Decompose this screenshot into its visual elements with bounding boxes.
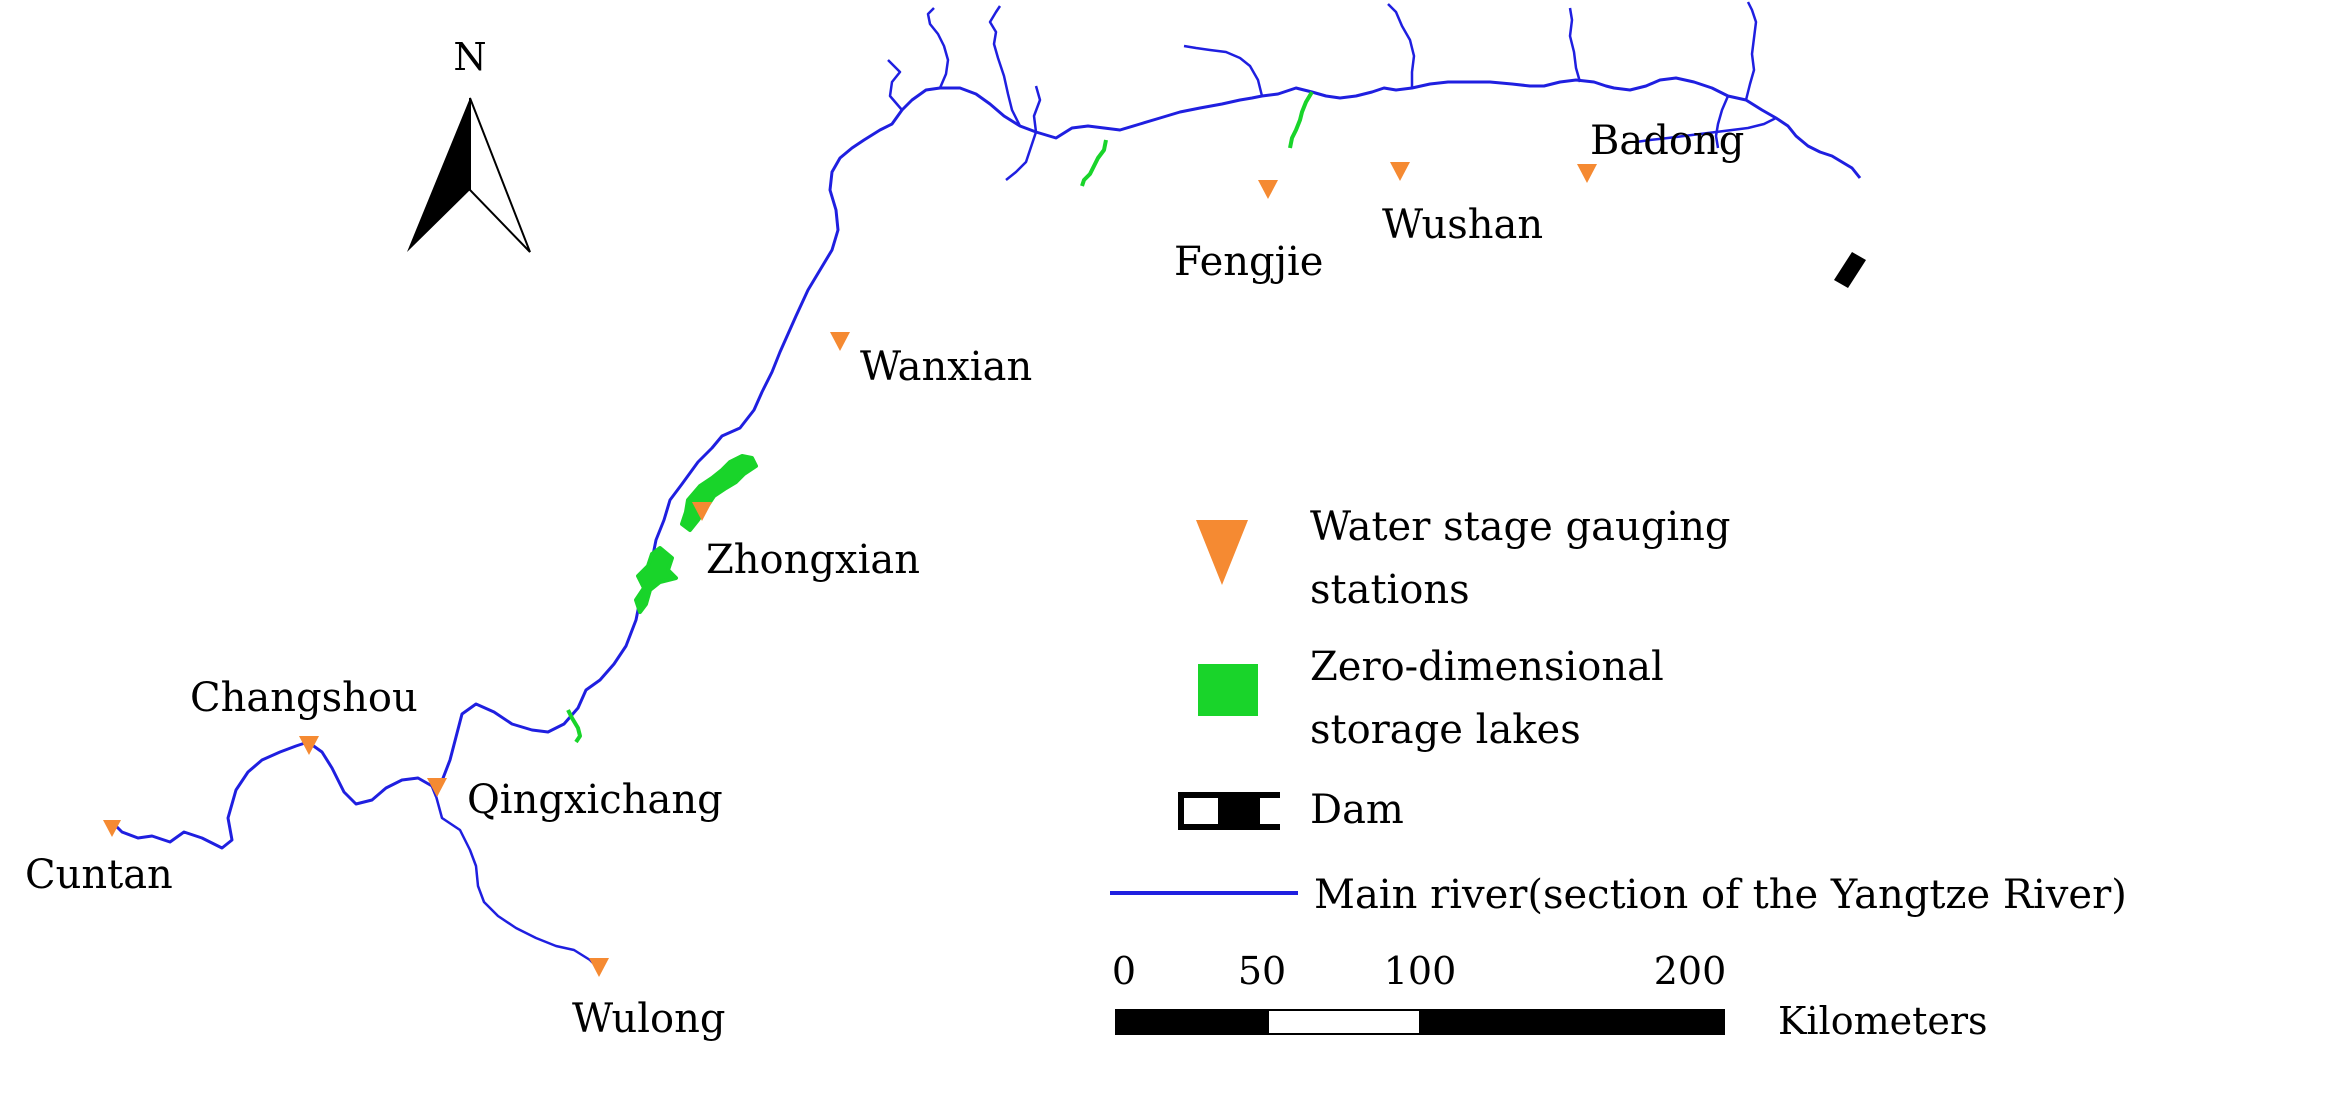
station-label: Changshou <box>190 675 418 721</box>
station-label: Fengjie <box>1174 239 1323 285</box>
storage-lake-zhongxian-2 <box>634 546 678 614</box>
storage-lakes <box>566 90 1314 744</box>
station-label: Zhongxian <box>706 537 920 583</box>
legend-item-stations: Water stage gauging stations <box>1196 504 1731 613</box>
tributary-north-fengjie <box>1183 44 1264 97</box>
tributary-north-4 <box>1032 85 1042 133</box>
legend-lakes-line2: storage lakes <box>1310 707 1581 753</box>
station-marker-icon <box>299 736 319 755</box>
scale-segment-2 <box>1267 1009 1421 1035</box>
legend-stations-line2: stations <box>1310 567 1470 613</box>
legend: Water stage gauging stations Zero-dimens… <box>1110 504 2127 918</box>
station-label: Wushan <box>1382 202 1543 248</box>
north-arrow-dark-half <box>407 98 470 252</box>
scale-tick-50: 50 <box>1238 949 1286 993</box>
tributary-north-2 <box>926 7 950 89</box>
tributary-south-badong-2 <box>1635 116 1777 144</box>
main-river <box>110 76 1862 850</box>
legend-item-river: Main river(section of the Yangtze River) <box>1110 872 2127 918</box>
triangle-down-icon <box>1196 520 1248 585</box>
north-label: N <box>453 35 486 79</box>
north-arrow-light-half <box>469 97 531 253</box>
station-label: Wanxian <box>860 344 1032 390</box>
station-wushan: Wushan <box>1382 162 1543 248</box>
station-marker-icon <box>1258 180 1278 199</box>
station-label: Wulong <box>572 996 726 1042</box>
green-square-icon <box>1198 664 1258 716</box>
tributary-south-1 <box>1005 131 1038 181</box>
legend-stations-line1: Water stage gauging <box>1310 504 1731 550</box>
tributary-north-badong-1 <box>1568 7 1582 83</box>
tributary-wulong <box>434 795 599 969</box>
tributary-north-1 <box>887 59 903 111</box>
tributary-north-wushan <box>1387 3 1416 88</box>
scale-tick-0: 0 <box>1112 949 1136 993</box>
tributary-north-3 <box>988 5 1022 127</box>
station-marker-icon <box>427 778 447 797</box>
scale-bar: 0 50 100 200 Kilometers <box>1112 949 1988 1043</box>
station-qingxichang: Qingxichang <box>427 777 723 823</box>
dam-legend-icon <box>1178 792 1280 830</box>
station-marker-icon <box>103 820 121 837</box>
station-marker-icon <box>589 958 609 977</box>
station-cuntan: Cuntan <box>25 820 173 898</box>
legend-lakes-line1: Zero-dimensional <box>1310 644 1664 690</box>
station-label: Cuntan <box>25 852 173 898</box>
storage-lake-mid <box>1080 139 1108 187</box>
storage-lake-south <box>566 709 582 744</box>
north-arrow-icon: N <box>407 35 531 253</box>
station-changshou: Changshou <box>190 675 418 755</box>
legend-item-lakes: Zero-dimensional storage lakes <box>1198 644 1664 753</box>
tributary-north-badong-2 <box>1744 1 1758 101</box>
station-marker-icon <box>692 502 712 521</box>
scale-segment-3 <box>1419 1009 1725 1035</box>
station-wulong: Wulong <box>572 958 726 1042</box>
scale-tick-100: 100 <box>1384 949 1457 993</box>
station-wanxian: Wanxian <box>830 332 1032 390</box>
tributaries <box>434 1 1777 969</box>
station-marker-icon <box>1390 162 1410 181</box>
station-label: Badong <box>1590 118 1744 164</box>
station-fengjie: Fengjie <box>1174 180 1323 285</box>
scale-unit-label: Kilometers <box>1778 999 1988 1043</box>
station-badong: Badong <box>1577 118 1744 183</box>
legend-river-label: Main river(section of the Yangtze River) <box>1314 872 2127 918</box>
station-marker-icon <box>830 332 850 351</box>
station-marker-icon <box>1577 164 1597 183</box>
legend-dam-label: Dam <box>1310 787 1404 833</box>
station-zhongxian: Zhongxian <box>692 502 920 583</box>
dam-icon <box>1834 252 1866 288</box>
station-label: Qingxichang <box>467 777 723 823</box>
storage-lake-fengjie <box>1288 90 1314 149</box>
legend-item-dam: Dam <box>1178 787 1404 833</box>
scale-segment-1 <box>1115 1009 1269 1035</box>
scale-tick-200: 200 <box>1654 949 1727 993</box>
tributary-south-badong-1 <box>1714 95 1730 149</box>
